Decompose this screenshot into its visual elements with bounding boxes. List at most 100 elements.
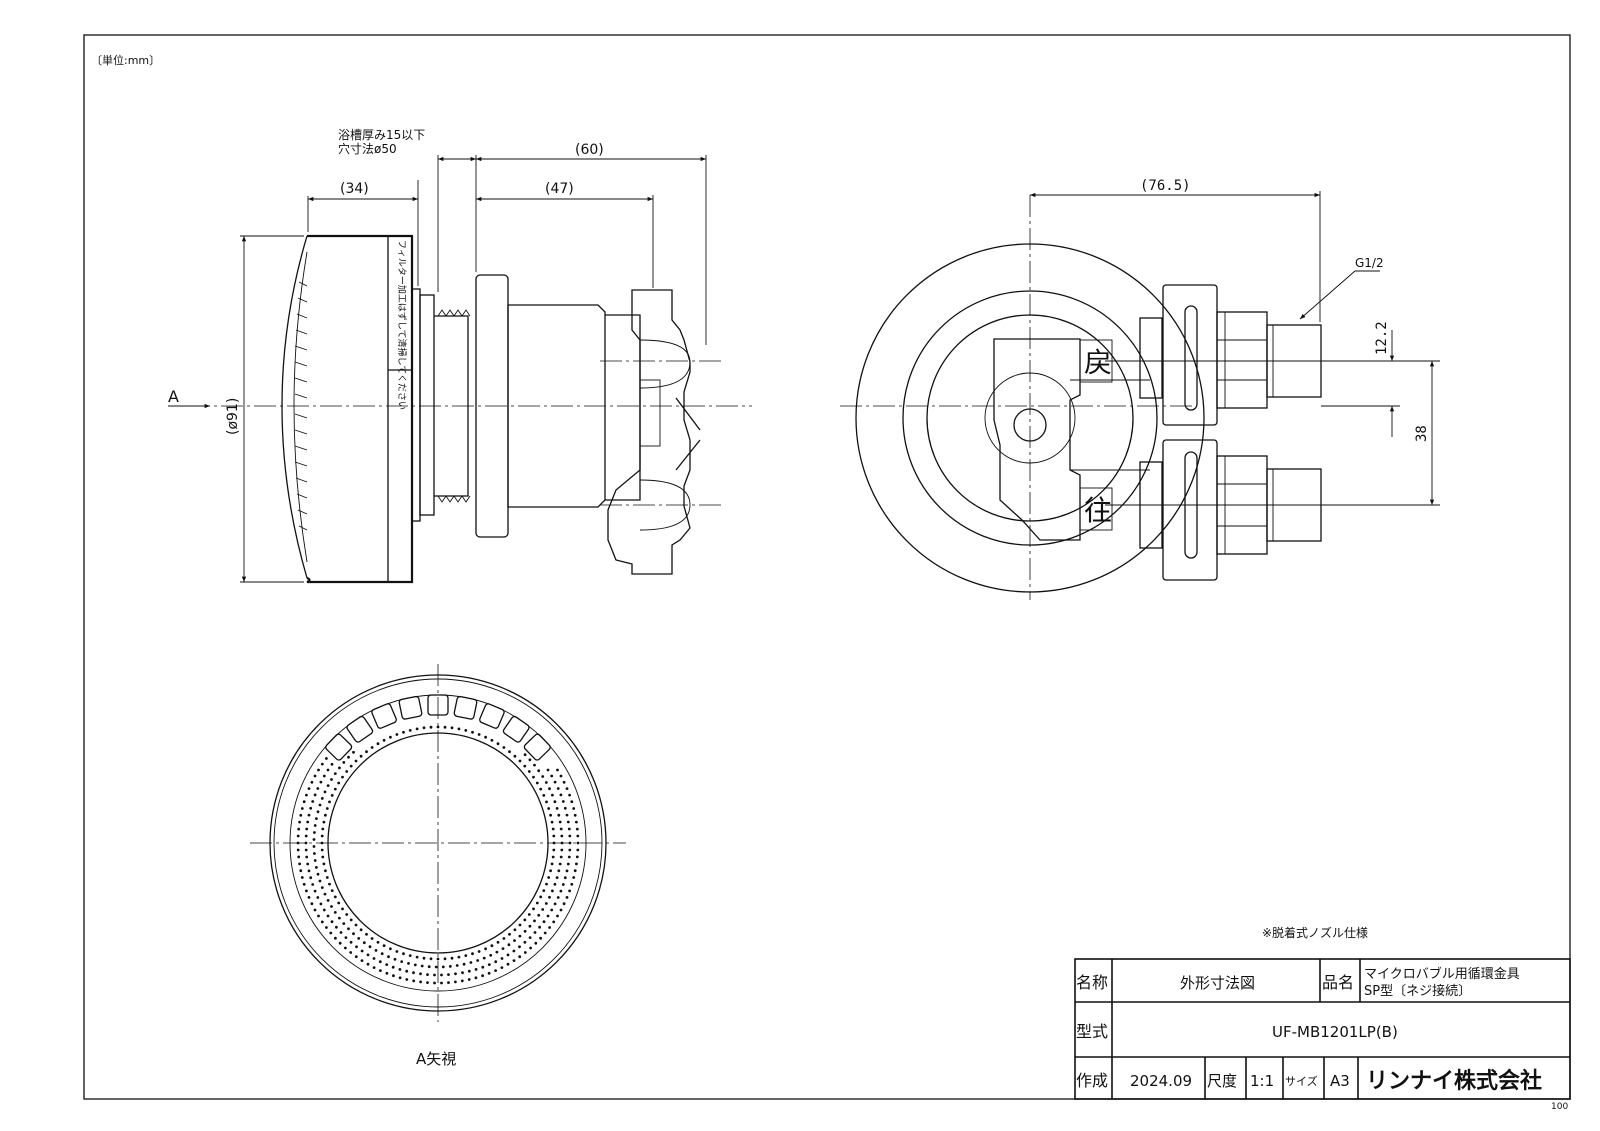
front-grille-dot <box>575 827 579 831</box>
front-grille-dot <box>562 780 566 784</box>
front-grille-dot <box>359 928 363 932</box>
front-grille-dot <box>313 831 316 834</box>
title-block: 名称 外形寸法図 品名 マイクロバブル用循環金具 SP型〔ネジ接続〕 型式 UF… <box>1074 958 1571 1100</box>
front-grille-dot <box>556 787 560 790</box>
front-grille-dot <box>573 813 577 817</box>
front-grille-dot <box>556 768 559 772</box>
front-grille-dot <box>413 963 417 967</box>
gasket <box>411 288 421 522</box>
front-grille-dot <box>576 834 580 838</box>
front-grille-dot <box>454 980 457 984</box>
front-grille-dot <box>568 834 572 838</box>
front-grille-dot <box>306 862 310 866</box>
rear-bracket-arms <box>1070 379 1150 471</box>
front-grille-dot <box>316 810 320 814</box>
front-grille-dot <box>382 738 386 742</box>
front-grille-dot <box>365 932 368 936</box>
front-grille-dot <box>317 768 320 772</box>
front-dot-grille <box>296 725 580 985</box>
front-grille-dot <box>471 952 474 956</box>
front-grille-dot <box>333 772 337 775</box>
front-grille-dot <box>570 800 574 804</box>
clip-spring-b <box>675 439 701 471</box>
front-slot <box>479 703 505 729</box>
front-grille-dot <box>321 827 325 831</box>
front-grille-dot <box>523 940 527 944</box>
tb-size-label: サイズ <box>1285 1074 1318 1088</box>
front-grille-dot <box>320 797 324 800</box>
front-grille-dot <box>354 955 358 959</box>
unit-label: 〔単位:mm〕 <box>91 53 160 67</box>
front-grille-dot <box>345 770 349 773</box>
front-grille-dot <box>344 936 348 939</box>
front-grille-dot <box>420 964 424 968</box>
front-grille-dot <box>464 729 468 732</box>
front-grille-dot <box>379 969 382 972</box>
front-grille-dot <box>566 820 570 824</box>
front-grille-dot <box>400 960 404 963</box>
rear-body-ring <box>926 314 1134 522</box>
front-slot <box>453 695 478 720</box>
front-grille-dot <box>349 918 353 922</box>
tb-size-value: A3 <box>1330 1072 1350 1090</box>
front-grille-dot <box>322 862 326 866</box>
front-grille-dot <box>573 869 577 873</box>
front-grille-dot <box>548 787 551 791</box>
front-grille-dot <box>555 807 559 810</box>
front-grille-dot <box>382 944 386 948</box>
front-grille-dot <box>313 824 317 827</box>
front-grille-dot <box>360 949 364 953</box>
thread-bottom <box>437 495 471 503</box>
front-grille-dot <box>318 803 322 807</box>
front-grille-dot <box>457 727 461 731</box>
front-grille-dot <box>412 971 415 975</box>
front-grille-dot <box>319 902 323 906</box>
dim-12-2-text: 12.2 <box>1374 321 1390 355</box>
front-grille-dot <box>559 855 563 859</box>
front-grille-dot <box>357 937 361 940</box>
tb-model-value: UF-MB1201LP(B) <box>1272 1023 1398 1041</box>
lower-fitting-collar <box>1139 461 1163 549</box>
front-grille-dot <box>316 872 320 876</box>
front-grille-dot <box>433 973 436 977</box>
corner-code: 100 <box>1551 1102 1568 1112</box>
front-grille-dot <box>307 869 311 873</box>
cap-label: フィルター加工はずして清掃してください <box>396 240 408 410</box>
tb-product-label: 品名 <box>1322 973 1354 992</box>
front-grille-dot <box>546 914 550 918</box>
front-grille-dot <box>532 775 535 779</box>
front-grille-dot <box>543 931 547 935</box>
front-grille-dot <box>341 907 344 911</box>
front-grille-dot <box>548 895 551 899</box>
front-grille-dot <box>341 775 344 779</box>
leader-g12 <box>1299 270 1380 320</box>
lower-fitting-clip <box>1162 439 1218 581</box>
front-grille-dot <box>467 969 471 973</box>
front-grille-dot <box>302 882 306 886</box>
front-grille-dot <box>575 862 578 866</box>
rear-outer-flange <box>855 243 1205 593</box>
grille-curve <box>293 251 308 563</box>
front-grille-dot <box>506 953 510 957</box>
sheet-border <box>83 34 1571 1100</box>
front-grille-dot <box>537 769 541 773</box>
dim-47-text: (47) <box>545 181 574 197</box>
front-grille-dot <box>338 916 341 920</box>
front-grille-dot <box>533 919 536 923</box>
front-grille-dot <box>412 979 416 983</box>
tub-wall-ring <box>419 294 435 516</box>
front-grille-dot <box>489 953 493 957</box>
front-slot <box>346 715 374 743</box>
front-grille-dot <box>558 820 562 824</box>
front-grille-dot <box>335 925 338 929</box>
front-grille-dot <box>370 746 374 749</box>
rear-inner-ring <box>984 372 1076 464</box>
front-grille-dot <box>365 750 368 754</box>
dim-dia-text: (ø91) <box>225 398 241 435</box>
front-grille-dot <box>490 738 494 742</box>
front-grille-dot <box>501 947 505 950</box>
front-grille-dot <box>324 869 327 873</box>
front-grille-dot <box>324 813 327 817</box>
front-grille-dot <box>387 955 390 959</box>
